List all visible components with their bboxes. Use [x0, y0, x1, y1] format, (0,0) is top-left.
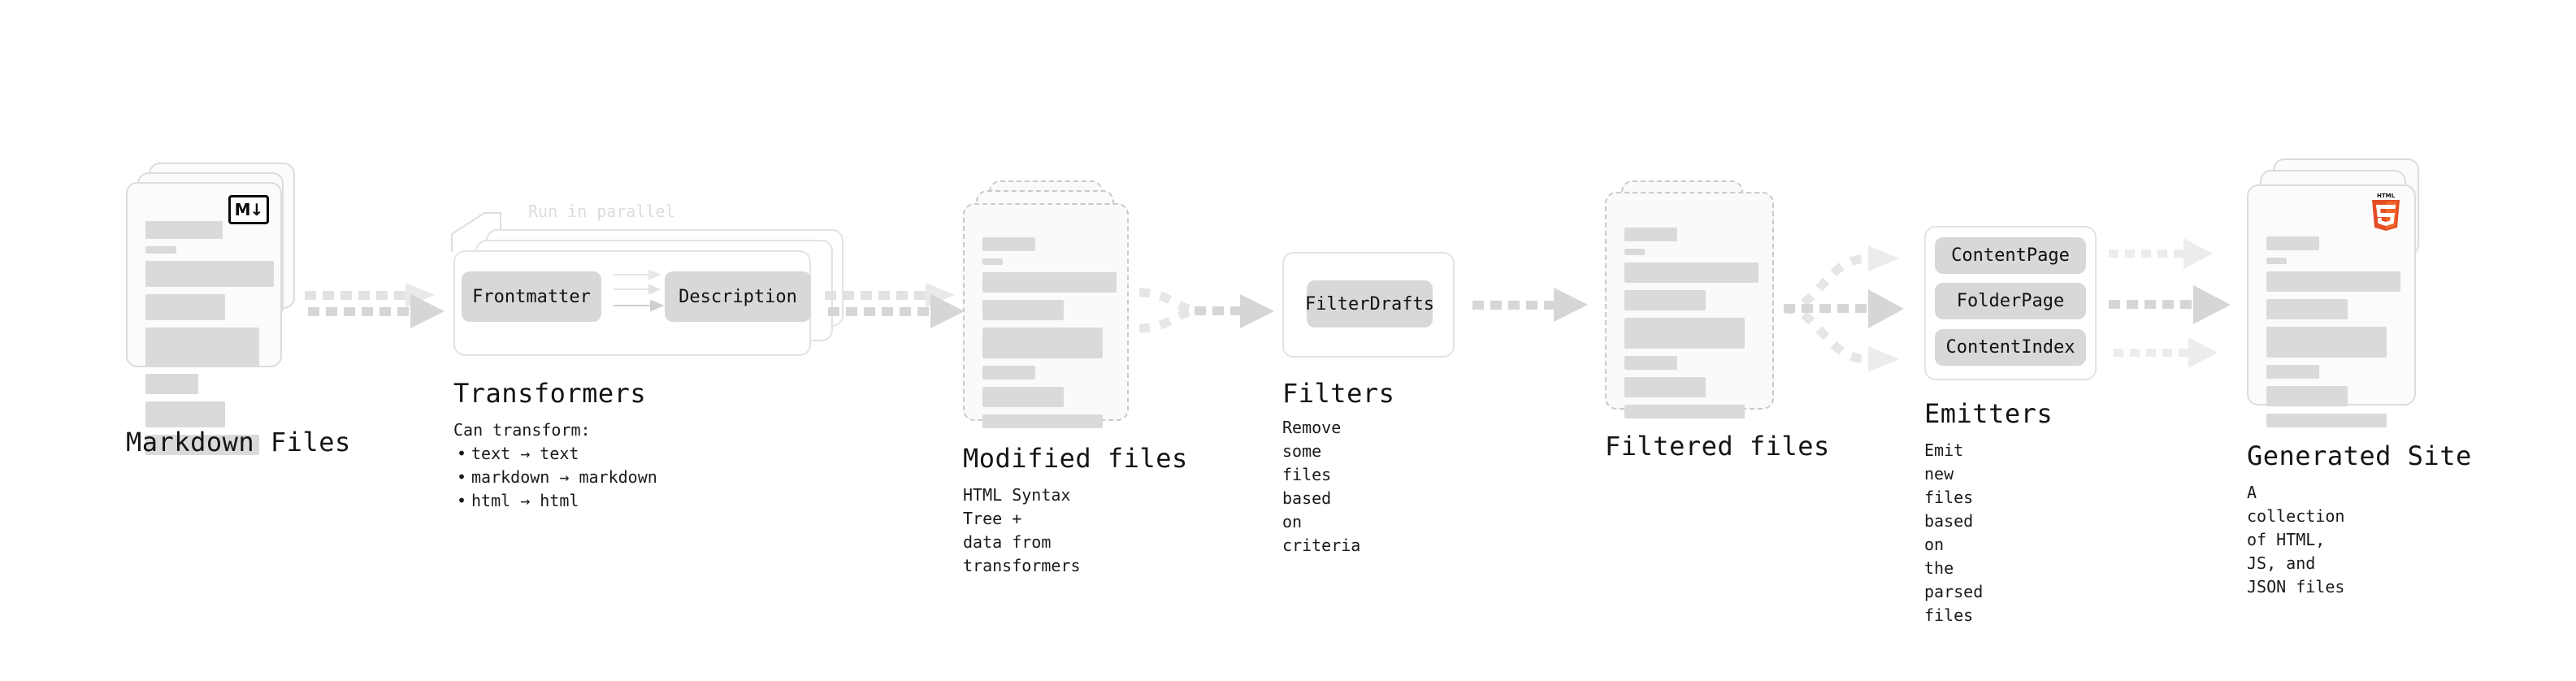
stage-generated-site: CSS JS HTML — [0, 0, 2471, 681]
transformer-chip-description[interactable]: Description — [665, 271, 811, 322]
doc-line — [145, 221, 223, 239]
list-item: text → text — [457, 442, 657, 466]
doc-line — [982, 366, 1035, 380]
doc-line — [1624, 228, 1677, 241]
stage-modified-files: Modified files HTML Syntax Tree + data f… — [0, 0, 1187, 681]
stage-title-transformers: Transformers — [453, 378, 647, 409]
run-in-parallel-label: Run in parallel — [528, 202, 675, 221]
markdown-card-content-lines — [145, 221, 274, 462]
transformer-chip-frontmatter[interactable]: Frontmatter — [462, 271, 601, 322]
doc-line — [2266, 271, 2400, 292]
generated-card-front-html: HTML — [2247, 184, 2416, 427]
emitters-chip-contentpage[interactable]: ContentPage — [1935, 237, 2086, 274]
modified-file-stack — [963, 180, 1150, 428]
doc-line — [145, 327, 259, 367]
connector-emitters-to-site — [2109, 238, 2231, 368]
emitters-chip-contentindex[interactable]: ContentIndex — [1935, 329, 2086, 366]
doc-line — [982, 327, 1103, 358]
doc-line — [982, 387, 1064, 407]
stage-emitters: ContentPage FolderPage ContentIndex Emit… — [0, 0, 2097, 681]
doc-line — [145, 246, 176, 254]
transformers-desc-lead: Can transform: — [453, 420, 591, 440]
doc-line — [2266, 327, 2387, 358]
run-in-parallel-bracket — [451, 212, 501, 252]
modified-card-content-lines — [982, 237, 1117, 436]
transformer-inner-arrows — [614, 269, 665, 312]
doc-line — [982, 258, 1003, 265]
connector-filters-to-filtered — [1472, 288, 1588, 322]
doc-line — [2266, 299, 2348, 319]
connector-markdown-to-transformers — [305, 283, 445, 328]
doc-line — [145, 435, 259, 455]
stage-desc-transformers: Can transform: text → text markdown → ma… — [453, 419, 657, 513]
doc-line — [1624, 290, 1706, 310]
stage-title-emitters: Emitters — [1924, 398, 2053, 429]
doc-line — [1624, 405, 1745, 419]
stage-desc-emitters: Emit new files based on the parsed files — [1924, 440, 1984, 625]
doc-line — [2266, 414, 2387, 427]
doc-line — [1624, 356, 1677, 370]
stage-desc-modified-files: HTML Syntax Tree + data from transformer… — [963, 485, 1081, 575]
connector-modified-to-filters — [1138, 288, 1274, 333]
modified-card-front — [963, 203, 1129, 428]
stage-desc-filters: Remove some files based on criteria — [1282, 418, 1361, 555]
stage-desc-generated-site: A collection of HTML, JS, and JSON files — [2247, 483, 2345, 596]
doc-line — [982, 272, 1117, 293]
doc-line — [982, 237, 1035, 251]
generated-card-content-lines — [2266, 236, 2400, 435]
list-item: markdown → markdown — [457, 466, 657, 489]
markdown-card-front: M↓ — [126, 182, 282, 455]
doc-line — [2266, 236, 2319, 250]
doc-line — [1624, 318, 1745, 349]
stage-title-filters: Filters — [1282, 378, 1395, 409]
list-item: html → html — [457, 489, 657, 513]
connector-filtered-to-emitters — [1783, 245, 1904, 372]
filters-chip-filterdrafts[interactable]: FilterDrafts — [1305, 280, 1434, 327]
doc-line — [145, 374, 198, 394]
svg-text:HTML: HTML — [2377, 193, 2396, 199]
stage-title-filtered-files: Filtered files — [1605, 431, 1830, 462]
doc-line — [2266, 258, 2287, 264]
stage-filtered-files: Filtered files — [0, 0, 1829, 681]
filtered-file-stack — [1605, 180, 1792, 419]
stage-markdown-files: M↓ Markdown Files — [0, 0, 350, 681]
html5-badge-icon: HTML — [2369, 191, 2403, 232]
stage-title-markdown-files: Markdown Files — [126, 427, 351, 458]
stage-title-generated-site: Generated Site — [2247, 440, 2472, 471]
markdown-badge-icon: M↓ — [228, 195, 269, 224]
markdown-file-stack: M↓ — [126, 163, 313, 455]
filtered-card-front — [1605, 192, 1774, 419]
doc-line — [145, 401, 225, 427]
stage-transformers: Run in parallel Frontmatter Description … — [0, 0, 853, 681]
doc-line — [1624, 262, 1759, 283]
generated-site-file-stack: CSS JS HTML — [2247, 158, 2458, 427]
connector-transformers-to-modified — [825, 283, 965, 328]
doc-line — [145, 261, 274, 287]
stage-title-modified-files: Modified files — [963, 443, 1188, 474]
doc-line — [982, 414, 1103, 428]
transformers-capability-list: text → text markdown → markdown html → h… — [453, 442, 657, 513]
filtered-card-content-lines — [1624, 228, 1759, 426]
doc-line — [145, 294, 225, 320]
doc-line — [982, 300, 1064, 320]
doc-line — [1624, 249, 1645, 255]
stage-filters: FilterDrafts Filters Remove some files b… — [0, 0, 1455, 681]
emitters-chip-folderpage[interactable]: FolderPage — [1935, 283, 2086, 319]
doc-line — [2266, 365, 2319, 379]
doc-line — [2266, 386, 2348, 406]
doc-line — [1624, 377, 1706, 397]
